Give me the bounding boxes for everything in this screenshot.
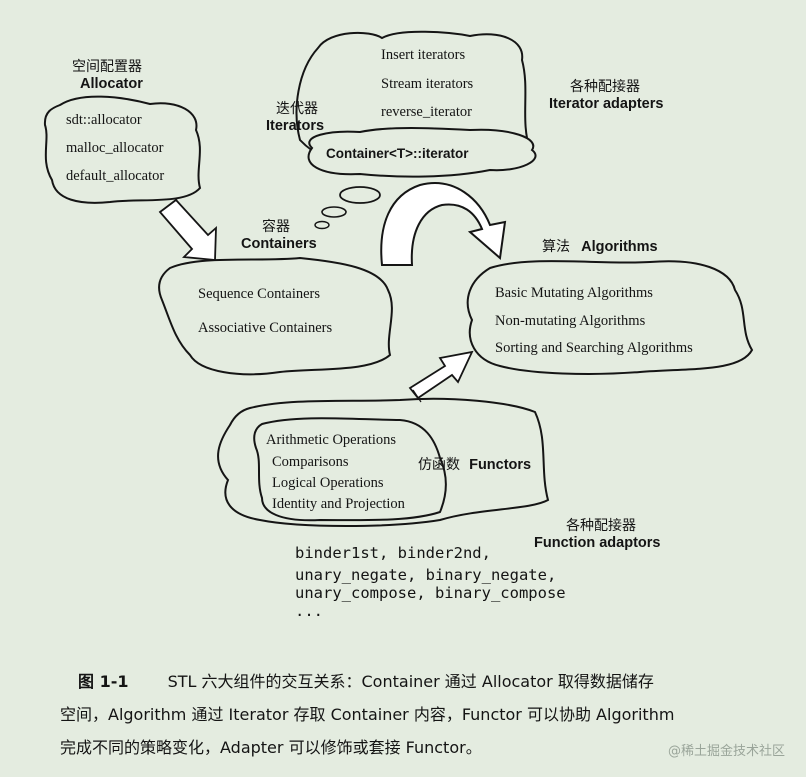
- arrow-functors-to-algorithms: [408, 350, 474, 403]
- allocator-cloud: [43, 95, 202, 204]
- iterator-adapters-title-zh: 各种配接器: [570, 79, 640, 95]
- algorithms-title-en: Algorithms: [581, 239, 658, 255]
- functors-title-zh: 仿函数: [418, 457, 460, 473]
- function-adaptor-line: unary_compose, binary_compose: [295, 584, 566, 602]
- caption-text-1: STL 六大组件的交互关系：Container 通过 Allocator 取得数…: [167, 672, 654, 691]
- functors-title-en: Functors: [469, 457, 532, 473]
- containers-cloud: [158, 256, 393, 376]
- iterator-adapter-item: Stream iterators: [381, 76, 474, 92]
- container-item: Sequence Containers: [198, 286, 321, 302]
- allocator-item: default_allocator: [66, 168, 165, 184]
- allocator-item: sdt::allocator: [66, 112, 142, 128]
- functors-title: 仿函数 Functors: [418, 454, 531, 474]
- iterators-cloud: [307, 127, 537, 178]
- caption-line-1: 图 1-1 STL 六大组件的交互关系：Container 通过 Allocat…: [78, 665, 654, 699]
- algorithm-item: Basic Mutating Algorithms: [495, 285, 653, 301]
- function-adaptors-title-en: Function adaptors: [534, 535, 661, 551]
- functor-item: Logical Operations: [272, 475, 384, 491]
- function-adaptor-line: unary_negate, binary_negate,: [295, 566, 557, 584]
- thought-bubble-small: [314, 220, 330, 230]
- iterator-adapter-item: reverse_iterator: [381, 104, 472, 120]
- functor-item: Arithmetic Operations: [266, 432, 397, 448]
- allocator-title-en: Allocator: [80, 76, 143, 92]
- allocator-title-zh: 空间配置器: [72, 59, 142, 75]
- container-item: Associative Containers: [198, 320, 333, 336]
- functors-inner-cloud: [253, 417, 447, 522]
- algorithms-cloud: [466, 260, 754, 375]
- arrow-allocator-to-containers: [158, 197, 217, 261]
- thought-bubble-large: [339, 186, 381, 204]
- caption-line-2: 空间，Algorithm 通过 Iterator 存取 Container 内容…: [60, 705, 675, 724]
- watermark: @稀土掘金技术社区: [668, 744, 786, 759]
- iterators-title-zh: 迭代器: [276, 101, 318, 117]
- function-adaptors-title-zh: 各种配接器: [566, 518, 636, 534]
- iterator-adapters-title-en: Iterator adapters: [549, 96, 664, 112]
- allocator-item: malloc_allocator: [66, 140, 164, 156]
- algorithms-title-zh: 算法: [542, 239, 570, 255]
- functor-item: Identity and Projection: [272, 496, 405, 512]
- iterators-core: Container<T>::iterator: [326, 146, 469, 161]
- functors-outer-cloud: [217, 397, 550, 527]
- iterator-adapter-item: Insert iterators: [381, 47, 466, 63]
- function-adaptor-line: binder1st, binder2nd,: [295, 544, 491, 562]
- arrow-iterators-to-algorithms: [380, 182, 507, 266]
- iterators-title-en: Iterators: [266, 118, 325, 134]
- caption-line-3: 完成不同的策略变化，Adapter 可以修饰或套接 Functor。: [60, 738, 482, 757]
- algorithm-item: Sorting and Searching Algorithms: [495, 340, 693, 356]
- thought-bubble-medium: [321, 206, 347, 218]
- functor-item: Comparisons: [272, 454, 349, 470]
- caption-label: 图 1-1: [78, 672, 129, 691]
- algorithms-title: 算法 Algorithms: [542, 236, 658, 256]
- function-adaptor-line: ...: [295, 602, 323, 620]
- containers-title-en: Containers: [241, 236, 317, 252]
- containers-title-zh: 容器: [262, 219, 290, 235]
- algorithm-item: Non-mutating Algorithms: [495, 313, 646, 329]
